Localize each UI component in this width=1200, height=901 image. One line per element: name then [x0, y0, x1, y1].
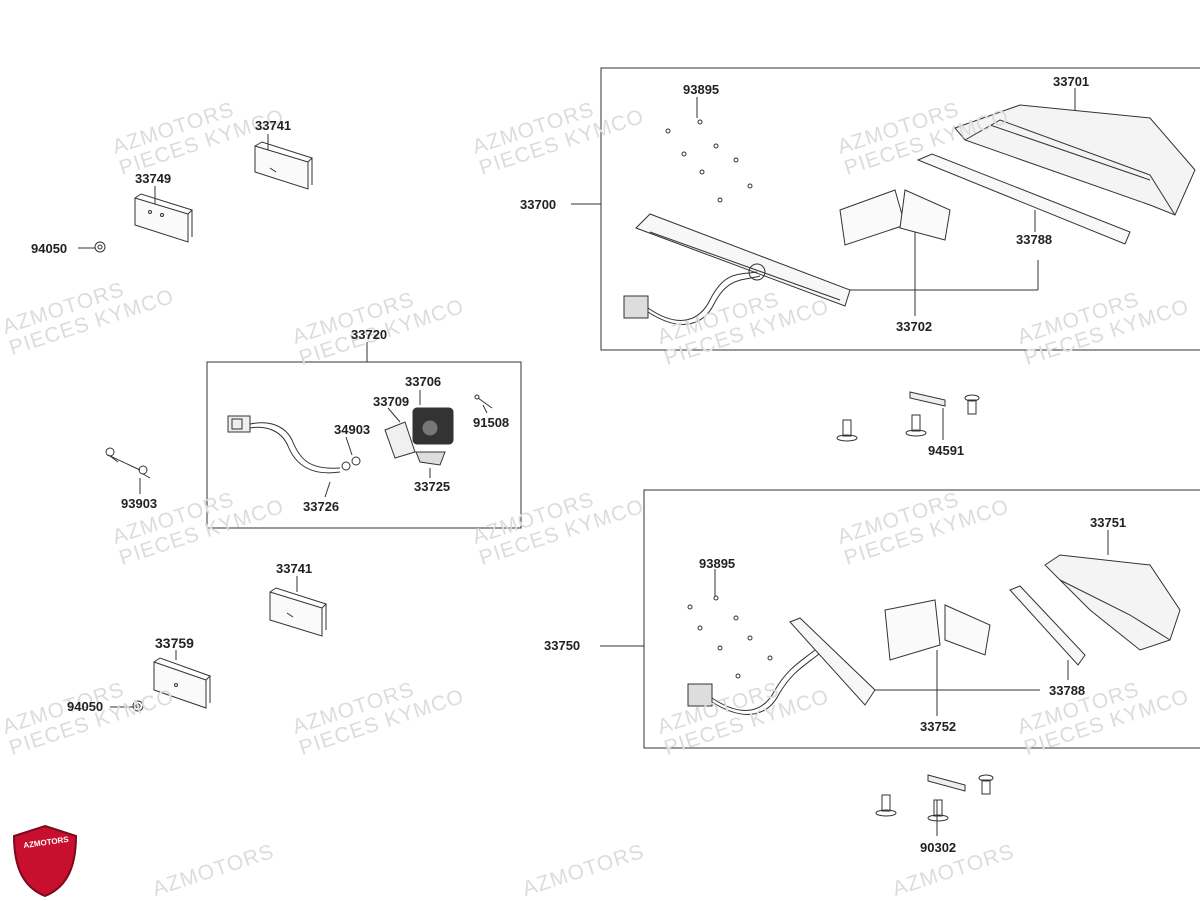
- part-label-33788-bottom: 33788: [1049, 683, 1086, 698]
- part-label-33749: 33749: [135, 171, 172, 186]
- screws-93895-bottom: [687, 595, 773, 679]
- part-label-93895-bottom: 93895: [699, 556, 736, 571]
- part-label-33750: 33750: [544, 638, 581, 653]
- part-label-93903: 93903: [121, 496, 158, 511]
- plate-33759-shape: [153, 661, 207, 709]
- plate-33741-bottom-shape: [269, 591, 323, 637]
- part-label-90302: 90302: [920, 840, 957, 855]
- part-label-33759: 33759: [155, 635, 194, 651]
- screws-93895-top: [665, 119, 753, 203]
- part-label-33701: 33701: [1053, 74, 1090, 89]
- lamp-33701-shape: [954, 104, 1196, 216]
- group-box-33700: [600, 67, 1200, 351]
- part-label-33726: 33726: [303, 499, 340, 514]
- part-label-94591: 94591: [928, 443, 965, 458]
- part-label-33706: 33706: [405, 374, 442, 389]
- lamp-33751-shape: [1044, 554, 1181, 651]
- part-label-33751: 33751: [1090, 515, 1127, 530]
- azmotors-logo-shield: [12, 824, 78, 898]
- plate-33741-top-shape: [254, 145, 309, 190]
- part-label-33741-bottom: 33741: [276, 561, 313, 576]
- part-label-34903: 34903: [334, 422, 371, 437]
- part-label-33709: 33709: [373, 394, 410, 409]
- part-label-33752: 33752: [920, 719, 957, 734]
- part-label-93895-top: 93895: [683, 82, 720, 97]
- part-label-33741-top: 33741: [255, 118, 292, 133]
- group-box-33720: [206, 361, 522, 529]
- part-label-33702: 33702: [896, 319, 933, 334]
- part-label-33720: 33720: [351, 327, 388, 342]
- plate-33749-shape: [134, 197, 189, 243]
- group-box-33750: [643, 489, 1200, 749]
- part-label-33700: 33700: [520, 197, 557, 212]
- part-label-33788-top: 33788: [1016, 232, 1053, 247]
- part-label-33725: 33725: [414, 479, 451, 494]
- part-label-94050-top: 94050: [31, 241, 68, 256]
- part-label-91508: 91508: [473, 415, 510, 430]
- part-label-94050-bottom: 94050: [67, 699, 104, 714]
